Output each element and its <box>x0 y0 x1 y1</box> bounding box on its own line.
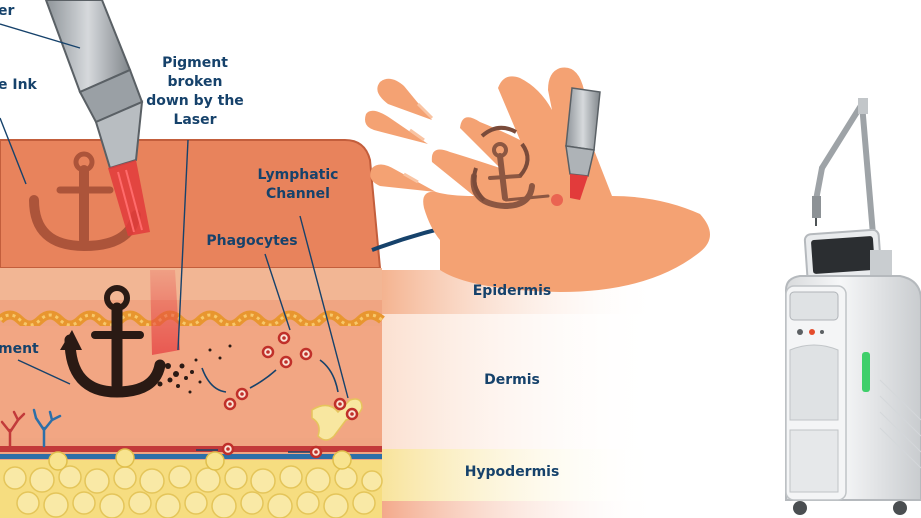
machine-accent-light <box>862 352 870 392</box>
dermis-label: Dermis <box>484 372 540 388</box>
pigment-particles <box>157 344 232 394</box>
ink-label: e Ink <box>0 77 37 93</box>
lymphatic-channel-label: Lymphatic Channel <box>250 166 346 204</box>
pigment-broken-line-3: down by the <box>146 93 244 109</box>
laser-label: er <box>0 3 15 19</box>
dermis-band <box>380 314 660 449</box>
hypodermis-band <box>380 449 660 501</box>
pigment-broken-line-1: Pigment <box>162 55 228 71</box>
muscle-band <box>380 501 660 518</box>
leader-lines <box>0 23 349 399</box>
laser-handpiece <box>44 0 150 236</box>
epidermis-label: Epidermis <box>472 283 552 299</box>
pigment-broken-line-2: broken <box>167 74 223 90</box>
laser-beam <box>150 270 180 355</box>
flow-arrows <box>196 359 339 453</box>
lymphatic-line-1: Lymphatic <box>257 167 339 183</box>
anchor-tattoo <box>64 285 166 398</box>
phagocytes-label: Phagocytes <box>206 233 298 249</box>
hand-illustration <box>365 67 710 292</box>
skin-cross-section <box>0 139 385 518</box>
laser-machine <box>785 98 921 515</box>
lymphatic-line-2: Channel <box>266 186 330 202</box>
hypodermis-label: Hypodermis <box>464 464 560 480</box>
layer-bands <box>380 270 660 518</box>
pigment-broken-label: Pigment broken down by the Laser <box>140 54 250 130</box>
pigment-label: ment <box>0 341 39 357</box>
pigment-broken-line-4: Laser <box>173 112 217 128</box>
